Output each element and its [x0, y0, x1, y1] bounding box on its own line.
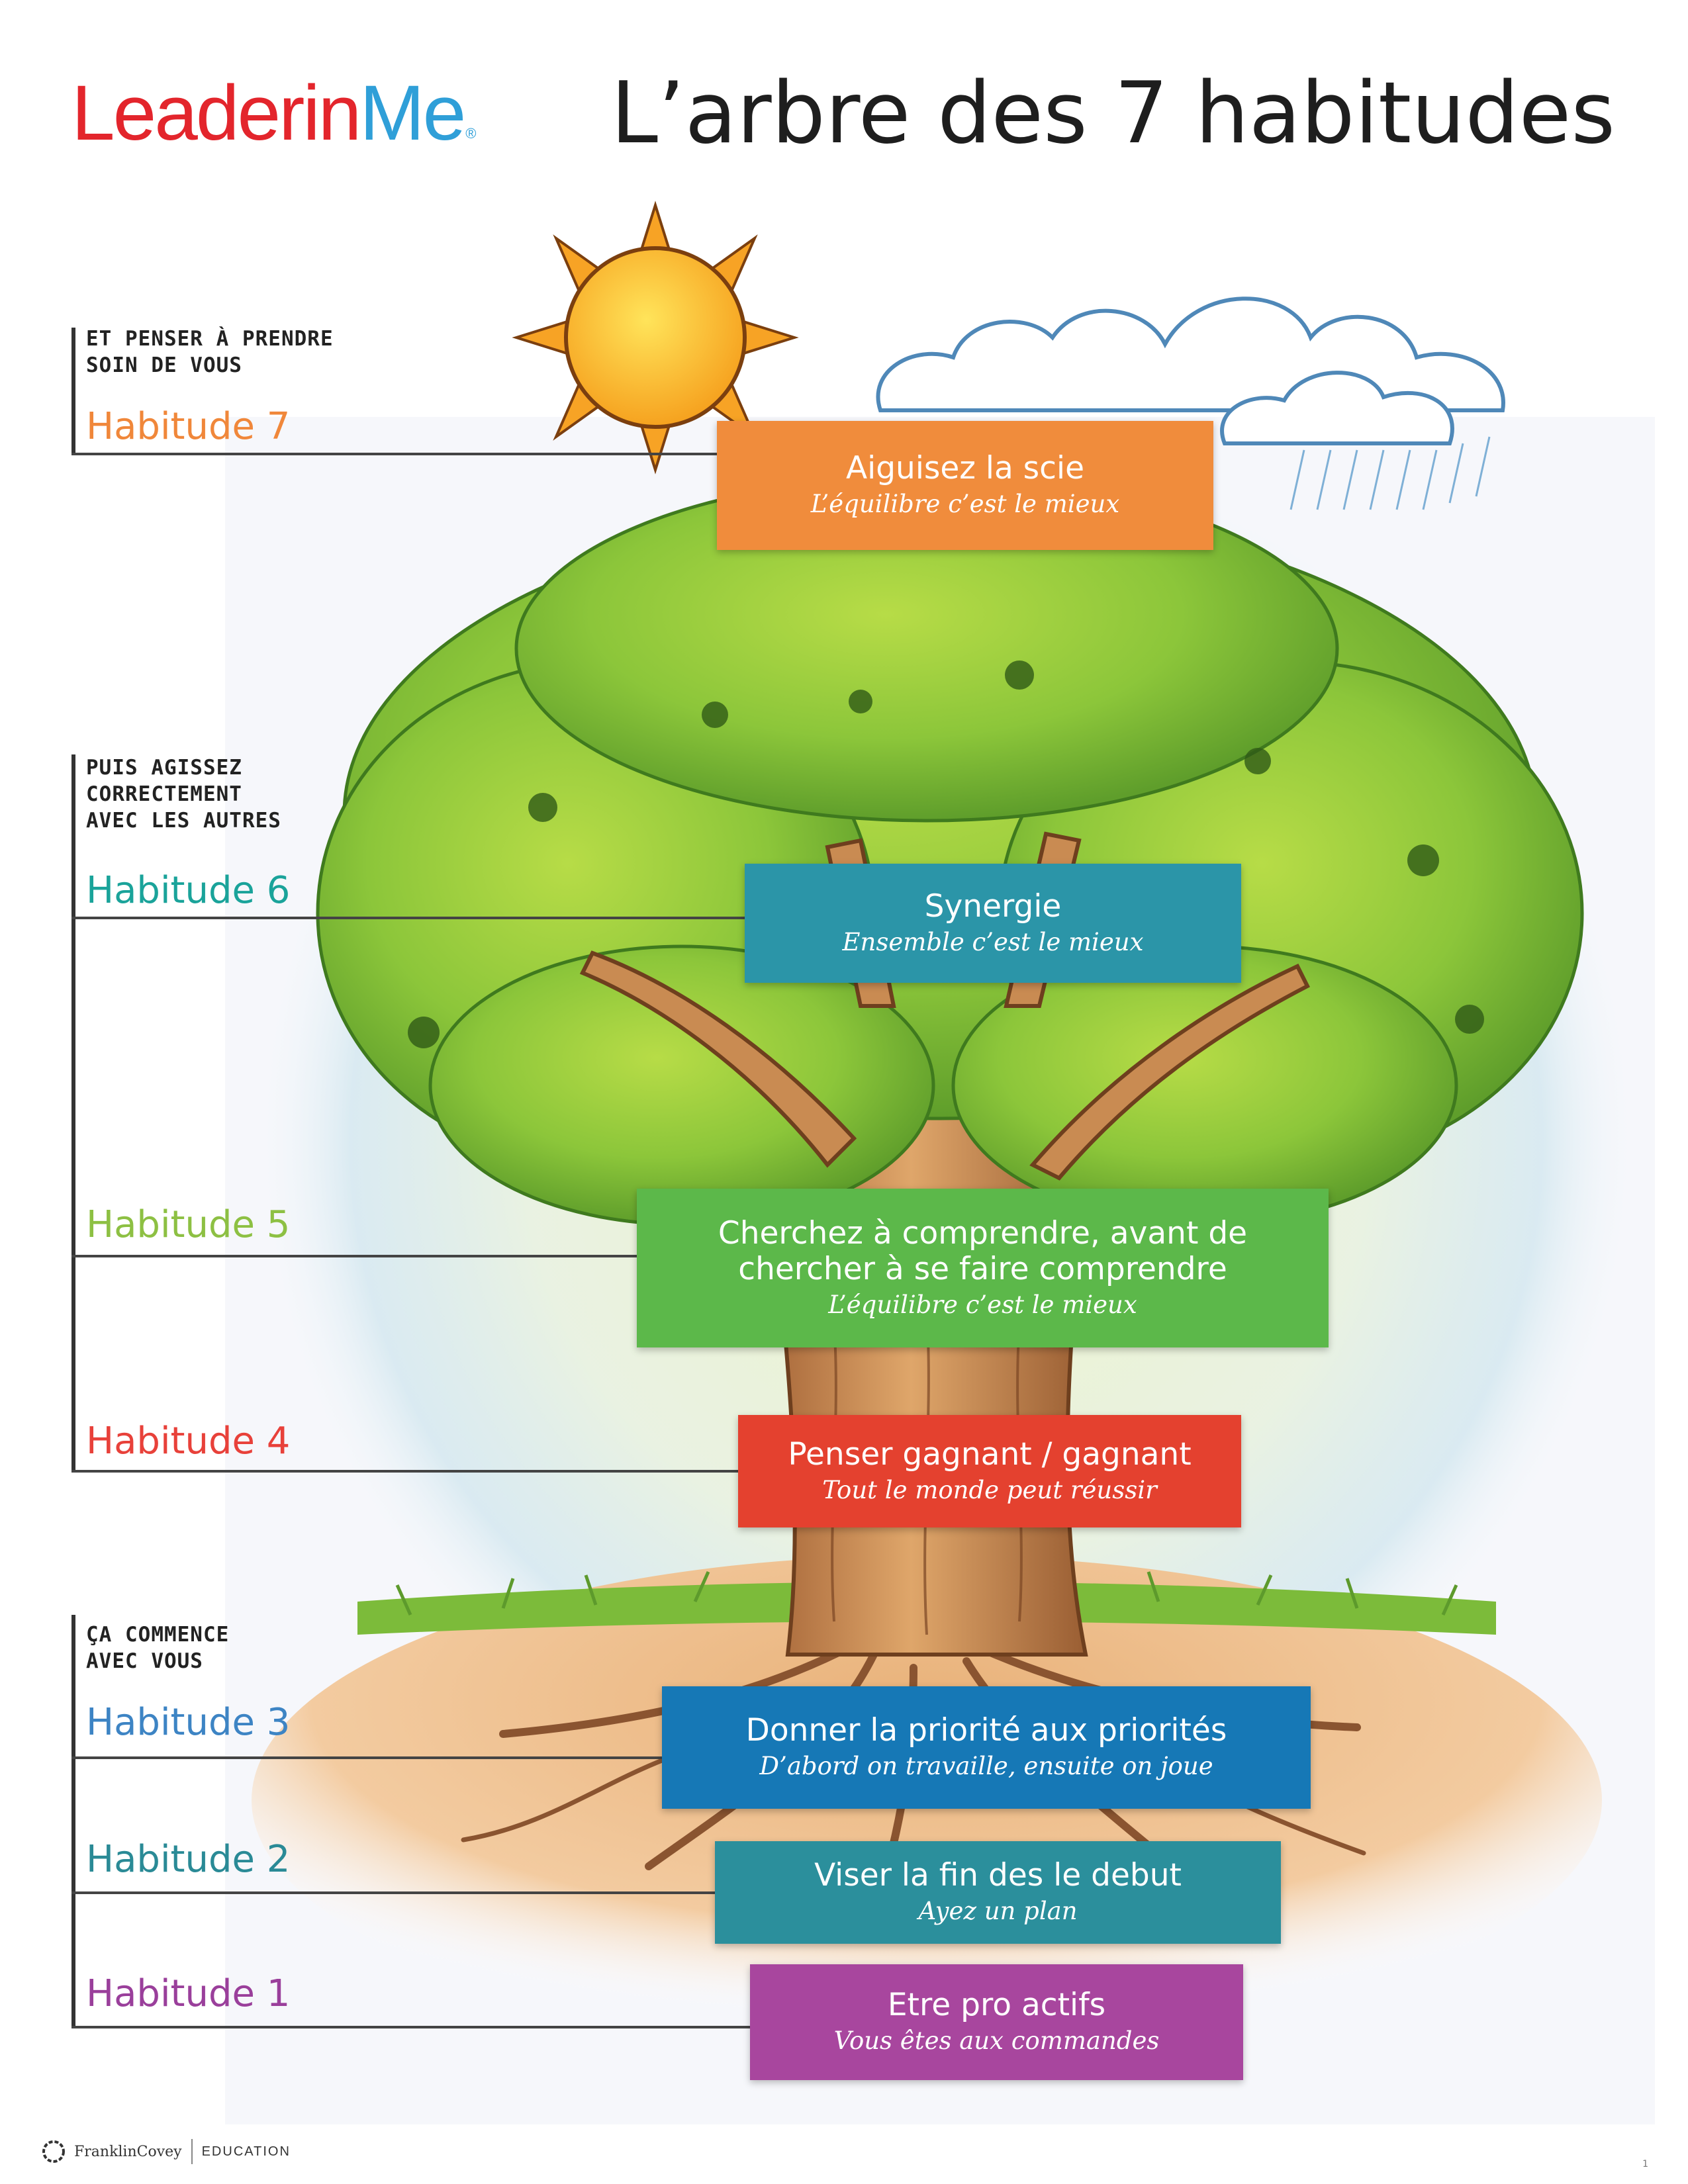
habit-subtitle-2: Ayez un plan	[918, 1897, 1078, 1926]
page-number: 1	[1642, 2159, 1648, 2169]
rail-group-6-4	[71, 754, 75, 1473]
habit-title-5-line1: Cherchez à comprendre, avant de	[718, 1214, 1248, 1251]
connector-3	[71, 1756, 667, 1759]
habit-subtitle-6: Ensemble c’est le mieux	[842, 927, 1144, 956]
leader-in-me-logo: LeaderinMe®	[71, 74, 476, 152]
connector-4	[71, 1470, 740, 1473]
connector-5	[71, 1255, 641, 1257]
connector-1	[71, 2026, 753, 2028]
group-label-renewal: ET PENSER À PRENDRE SOIN DE VOUS	[86, 327, 334, 377]
habit-box-4: Penser gagnant / gagnant Tout le monde p…	[738, 1415, 1241, 1527]
habit-title-4: Penser gagnant / gagnant	[788, 1435, 1192, 1473]
rail-group-3-1	[71, 1615, 75, 2028]
sun-icon	[512, 201, 799, 475]
habit-title-2: Viser la fin des le debut	[814, 1857, 1182, 1894]
habit-label-5: Habitude 5	[86, 1203, 291, 1246]
habit-label-7: Habitude 7	[86, 405, 291, 448]
habit-title-1: Etre pro actifs	[887, 1987, 1106, 2024]
footer: FranklinCovey EDUCATION	[40, 2135, 291, 2168]
habit-title-3: Donner la priorité aux priorités	[745, 1712, 1227, 1749]
footer-division: EDUCATION	[201, 2144, 291, 2159]
habit-box-5: Cherchez à comprendre, avant de chercher…	[637, 1189, 1329, 1347]
habit-box-3: Donner la priorité aux priorités D’abord…	[662, 1686, 1311, 1809]
connector-6	[71, 917, 747, 919]
page-title: L’arbre des 7 habitudes	[610, 64, 1615, 163]
habit-label-3: Habitude 3	[86, 1701, 291, 1744]
logo-part-me: Me	[359, 69, 466, 157]
registered-mark: ®	[465, 125, 476, 142]
franklincovey-logo-icon	[42, 2140, 65, 2163]
footer-brand: FranklinCovey	[74, 2143, 182, 2160]
habit-label-4: Habitude 4	[86, 1420, 291, 1463]
group-label-private-victory: ÇA COMMENCE AVEC VOUS	[86, 1623, 230, 1673]
habit-subtitle-4: Tout le monde peut réussir	[822, 1475, 1157, 1504]
logo-part-leader: Leader	[71, 69, 305, 157]
habit-subtitle-5: L’équilibre c’est le mieux	[828, 1290, 1137, 1319]
habit-label-6: Habitude 6	[86, 869, 291, 912]
habit-subtitle-1: Vous êtes aux commandes	[833, 2026, 1160, 2056]
logo-part-in: in	[303, 69, 361, 157]
habit-title-5-line2: chercher à se faire comprendre	[738, 1250, 1227, 1287]
habit-box-7: Aiguisez la scie L’équilibre c’est le mi…	[717, 421, 1213, 550]
group-label-public-victory: PUIS AGISSEZ CORRECTEMENT AVEC LES AUTRE…	[86, 756, 281, 833]
connector-7	[71, 453, 720, 455]
habit-box-6: Synergie Ensemble c’est le mieux	[745, 864, 1241, 983]
habit-title-6: Synergie	[924, 887, 1062, 925]
habit-subtitle-3: D’abord on travaille, ensuite on joue	[759, 1752, 1213, 1781]
habit-box-2: Viser la fin des le debut Ayez un plan	[715, 1841, 1281, 1944]
habit-title-7: Aiguisez la scie	[845, 450, 1084, 487]
habit-label-1: Habitude 1	[86, 1972, 291, 2015]
habit-box-1: Etre pro actifs Vous êtes aux commandes	[750, 1964, 1243, 2080]
habit-label-2: Habitude 2	[86, 1838, 291, 1881]
habit-subtitle-7: L’équilibre c’est le mieux	[810, 490, 1120, 519]
rain-cloud-icon	[876, 296, 1505, 510]
footer-separator	[191, 2139, 193, 2164]
connector-2	[71, 1891, 720, 1894]
rail-group-7	[71, 328, 75, 453]
